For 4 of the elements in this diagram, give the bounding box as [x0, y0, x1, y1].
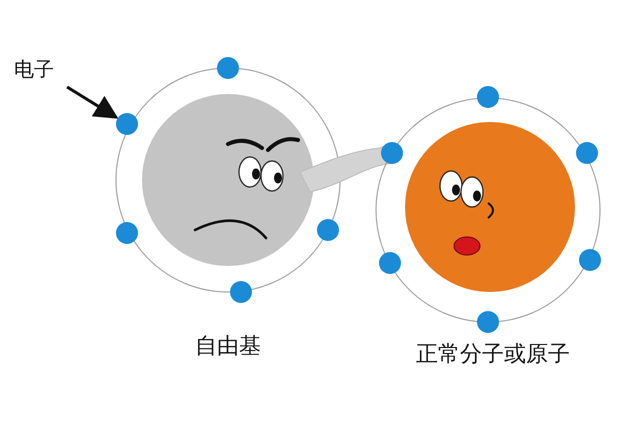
arrow: [66, 86, 118, 119]
electron-label: 电子: [14, 54, 62, 84]
caption-text: 自由基: [194, 333, 262, 361]
caption-text: 正常分子或原子: [415, 341, 571, 369]
